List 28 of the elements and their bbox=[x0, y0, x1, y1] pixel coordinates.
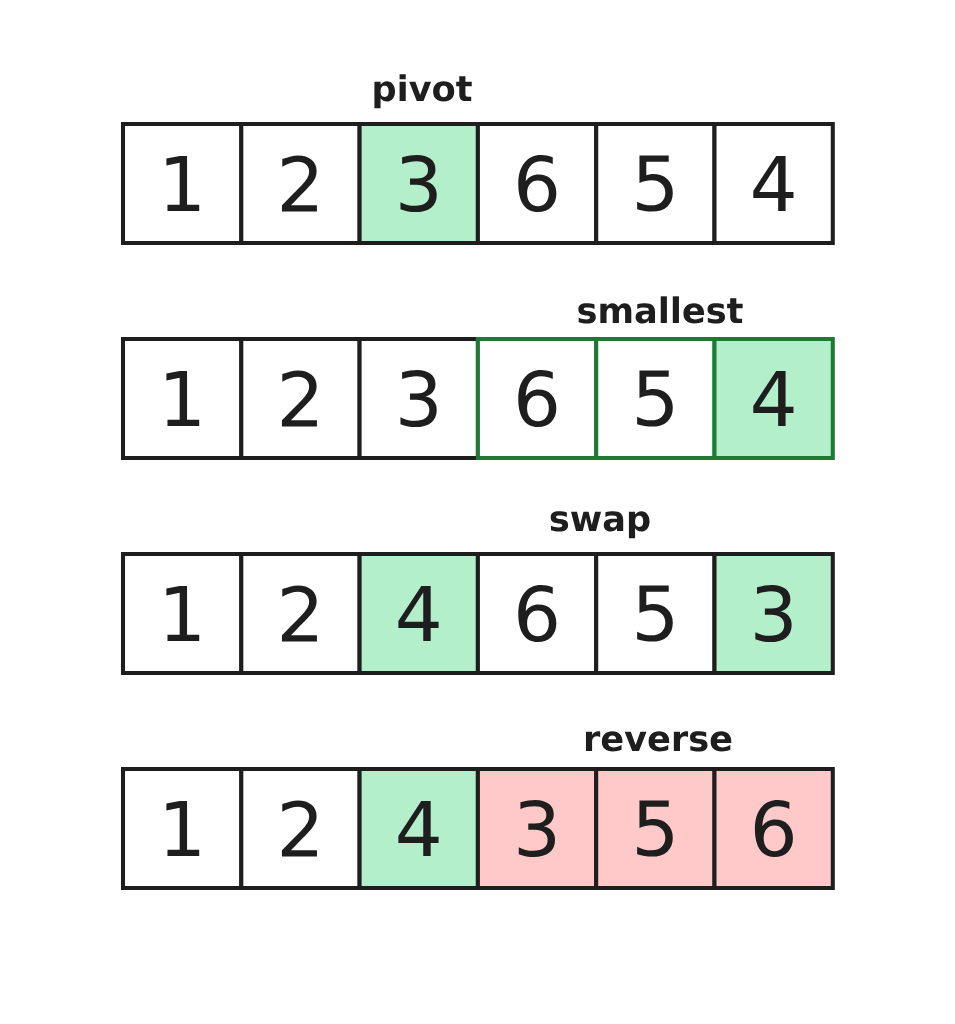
array-cell: 4 bbox=[357, 552, 480, 676]
array-cell: 5 bbox=[594, 552, 717, 676]
array-cell: 6 bbox=[475, 122, 599, 246]
step-label: swap bbox=[550, 511, 650, 539]
array-cell: 6 bbox=[475, 552, 599, 676]
array-cell: 4 bbox=[357, 767, 480, 891]
array-cell: 1 bbox=[121, 337, 244, 461]
array-cell: 2 bbox=[239, 337, 362, 461]
array-cell: 5 bbox=[594, 767, 717, 891]
array-cell: 4 bbox=[712, 337, 835, 461]
step-label: smallest bbox=[578, 296, 743, 324]
array-cell: 2 bbox=[239, 552, 362, 676]
array-cell: 6 bbox=[712, 767, 835, 891]
array-cell: 6 bbox=[475, 337, 599, 461]
step-label: pivot bbox=[374, 74, 472, 109]
array-cell: 2 bbox=[239, 767, 362, 891]
array-cell: 4 bbox=[712, 122, 835, 246]
array-cell: 1 bbox=[121, 122, 244, 246]
array-cell: 1 bbox=[121, 767, 244, 891]
array-cell: 3 bbox=[475, 767, 599, 891]
array-cell: 2 bbox=[239, 122, 362, 246]
array-cell: 1 bbox=[121, 552, 244, 676]
array-cell: 3 bbox=[357, 337, 480, 461]
array-cell: 3 bbox=[357, 122, 480, 246]
array-cell: 5 bbox=[594, 337, 717, 461]
step-label: reverse bbox=[585, 731, 732, 752]
array-cell: 3 bbox=[712, 552, 835, 676]
array-cell: 5 bbox=[594, 122, 717, 246]
